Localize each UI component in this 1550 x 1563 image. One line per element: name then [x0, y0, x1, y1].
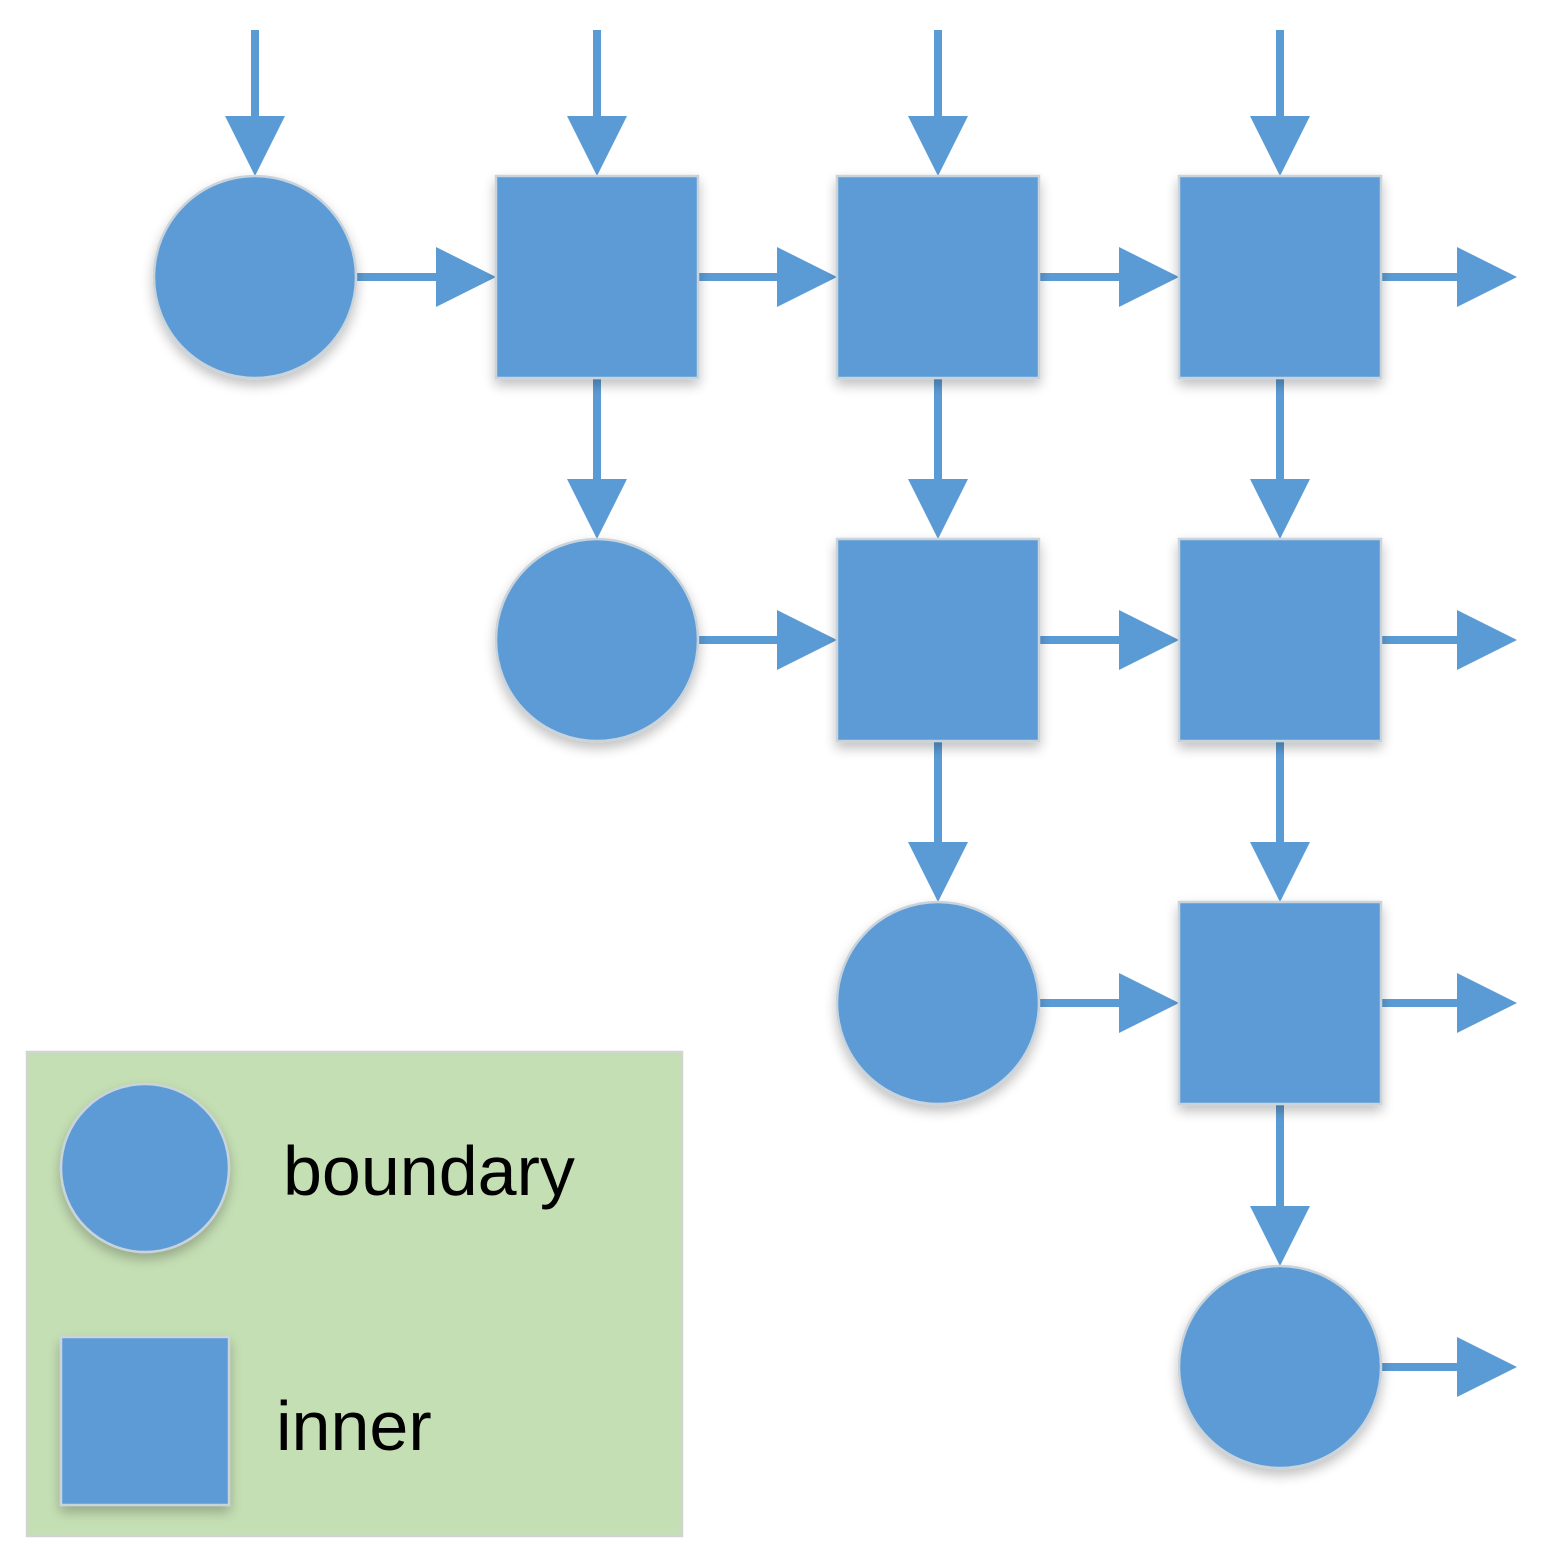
output-arrow-r1c3 — [1381, 610, 1517, 670]
edge-r1c2-r2c2 — [908, 741, 968, 902]
input-arrow-r0c1-head — [567, 116, 627, 176]
legend-boundary-symbol — [59, 1082, 231, 1254]
edge-r1c2-r1c3 — [1039, 610, 1179, 670]
legend-inner-symbol — [59, 1335, 231, 1507]
inner-node-r0c1 — [494, 174, 700, 380]
edge-r1c2-r2c2-head — [908, 842, 968, 902]
edge-r1c3-r2c3-head — [1250, 842, 1310, 902]
edge-r0c1-r0c2 — [698, 247, 837, 307]
inner-node-r1c2 — [835, 537, 1041, 743]
output-arrow-r2c3-head — [1457, 973, 1517, 1033]
edge-r1c1-r1c2 — [698, 610, 837, 670]
edge-r0c0-r0c1 — [356, 247, 496, 307]
edge-r2c2-r2c3-head — [1119, 973, 1179, 1033]
output-arrow-r1c3-head — [1457, 610, 1517, 670]
input-arrow-r0c2 — [908, 30, 968, 176]
inner-node-r0c3 — [1177, 174, 1383, 380]
edge-r1c2-r1c3-head — [1119, 610, 1179, 670]
edge-r0c2-r0c3 — [1039, 247, 1179, 307]
boundary-node-r1c1 — [494, 537, 700, 743]
edge-r0c1-r1c1 — [567, 378, 627, 539]
legend-boundary-label: boundary — [283, 1132, 575, 1210]
boundary-node-r3c3 — [1177, 1264, 1383, 1470]
edge-r0c2-r0c3-head — [1119, 247, 1179, 307]
edge-r0c3-r1c3-head — [1250, 479, 1310, 539]
edge-r0c2-r1c2-head — [908, 479, 968, 539]
edge-r0c3-r1c3 — [1250, 378, 1310, 539]
output-arrow-r3c3-head — [1457, 1337, 1517, 1397]
input-arrow-r0c1 — [567, 30, 627, 176]
output-arrow-r0c3 — [1381, 247, 1517, 307]
nodes — [152, 174, 1383, 1470]
edge-r1c1-r1c2-head — [777, 610, 837, 670]
edge-r2c3-r3c3-head — [1250, 1206, 1310, 1266]
input-arrow-r0c0 — [225, 30, 285, 176]
edge-r0c1-r0c2-head — [777, 247, 837, 307]
input-arrow-r0c3 — [1250, 30, 1310, 176]
edge-r2c3-r3c3 — [1250, 1104, 1310, 1266]
boundary-node-r2c2 — [835, 900, 1041, 1106]
edge-r0c2-r1c2 — [908, 378, 968, 539]
inner-node-r2c3 — [1177, 900, 1383, 1106]
legend-inner-label: inner — [276, 1387, 432, 1465]
inner-node-r1c3 — [1177, 537, 1383, 743]
edges — [225, 30, 1517, 1397]
edge-r0c1-r1c1-head — [567, 479, 627, 539]
input-arrow-r0c2-head — [908, 116, 968, 176]
output-arrow-r0c3-head — [1457, 247, 1517, 307]
legend: boundary inner — [25, 1050, 684, 1538]
edge-r1c3-r2c3 — [1250, 741, 1310, 902]
output-arrow-r2c3 — [1381, 973, 1517, 1033]
edge-r2c2-r2c3 — [1039, 973, 1179, 1033]
input-arrow-r0c0-head — [225, 116, 285, 176]
inner-node-r0c2 — [835, 174, 1041, 380]
input-arrow-r0c3-head — [1250, 116, 1310, 176]
boundary-node-r0c0 — [152, 174, 358, 380]
output-arrow-r3c3 — [1381, 1337, 1517, 1397]
edge-r0c0-r0c1-head — [436, 247, 496, 307]
